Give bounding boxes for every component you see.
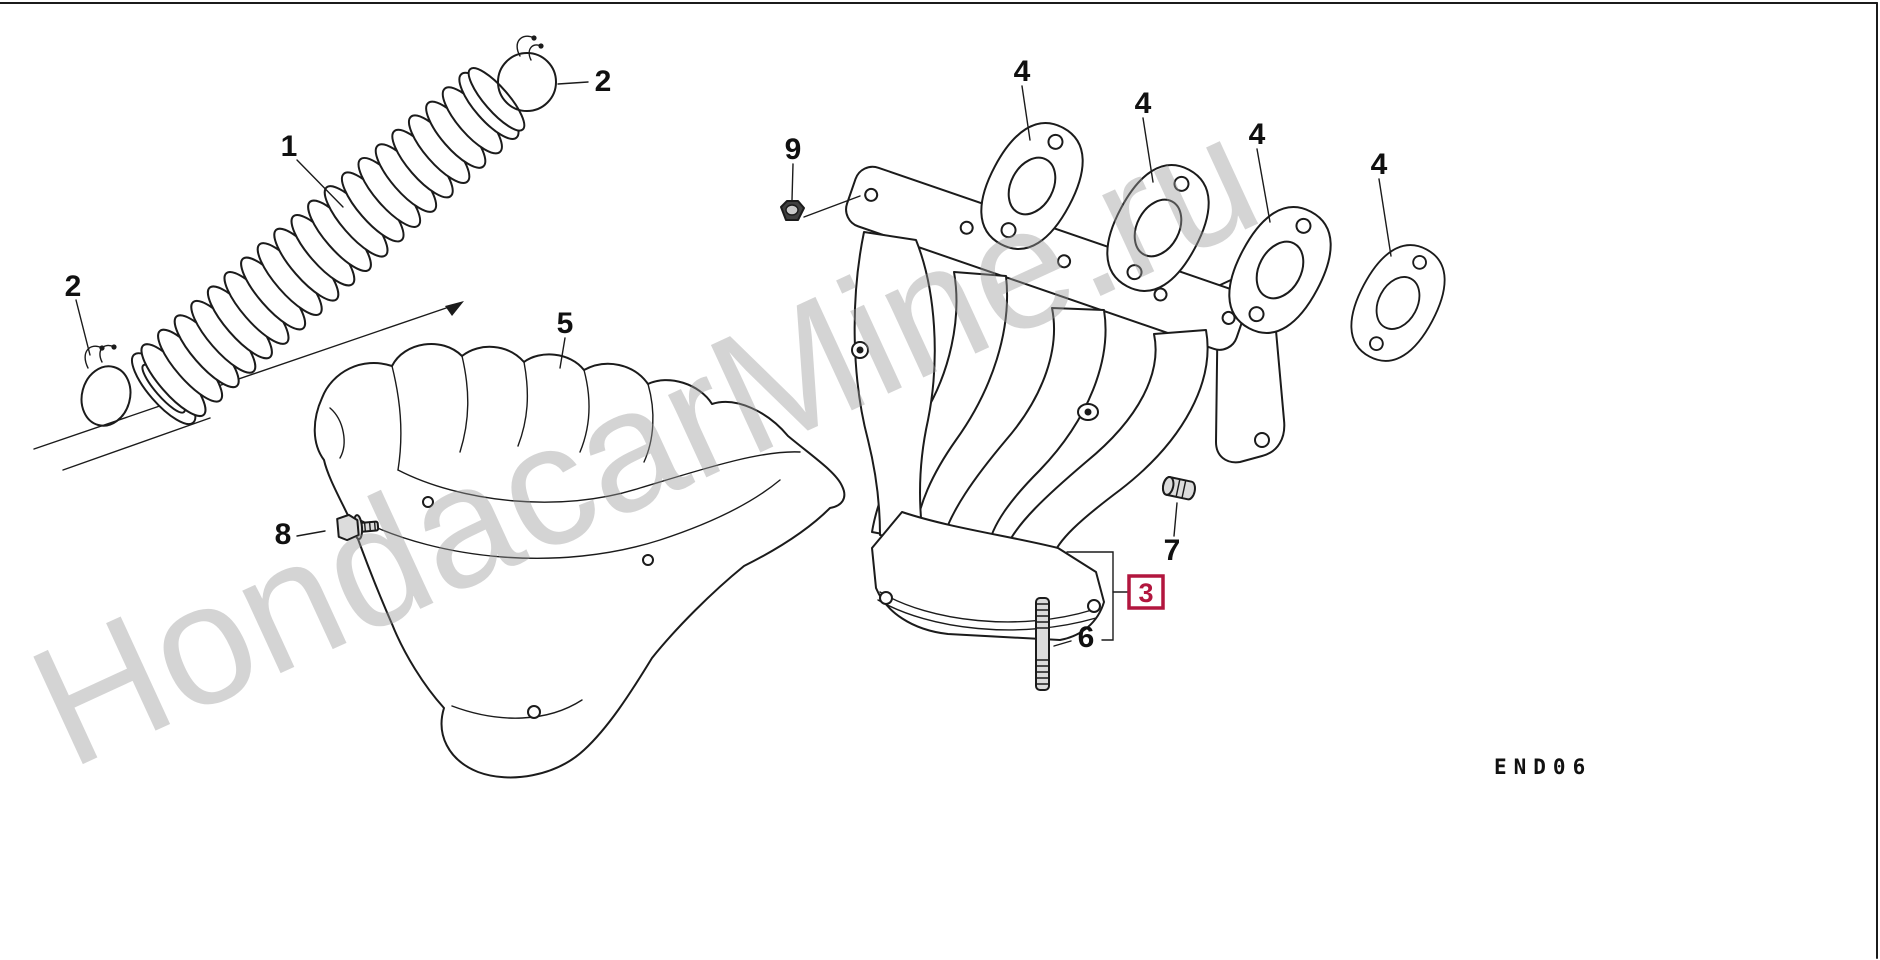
callout-8[interactable]: 8 — [275, 518, 292, 551]
highlighted-callout-3-box[interactable] — [1127, 574, 1165, 610]
gasket-1 — [980, 122, 1084, 250]
callout-4-a[interactable]: 4 — [1014, 55, 1031, 88]
callout-7[interactable]: 7 — [1164, 534, 1181, 567]
callout-1[interactable]: 1 — [281, 130, 298, 163]
highlighted-callout-3[interactable]: 3 — [1127, 574, 1165, 610]
corrugated-hose — [131, 67, 526, 425]
leader-lines — [75, 81, 1392, 647]
flange-nut — [780, 200, 805, 221]
callout-3[interactable]: 3 — [1138, 578, 1153, 608]
heat-shield — [313, 342, 846, 779]
gasket-4 — [1350, 244, 1446, 362]
callout-9[interactable]: 9 — [785, 133, 802, 166]
callout-4-d[interactable]: 4 — [1371, 148, 1388, 181]
exhaust-manifold — [845, 165, 1286, 641]
shield-bolt — [336, 513, 380, 542]
hose-clamp-upper — [497, 35, 557, 112]
callout-2-lower[interactable]: 2 — [65, 270, 82, 303]
callout-4-b[interactable]: 4 — [1135, 87, 1152, 120]
callout-4-c[interactable]: 4 — [1249, 118, 1266, 151]
spacer — [1161, 476, 1196, 501]
gasket-2 — [1106, 164, 1210, 292]
callout-5[interactable]: 5 — [557, 307, 574, 340]
gasket-3 — [1228, 206, 1332, 334]
diagram-code: END06 — [1494, 755, 1592, 779]
watermark-text: HondacarMine.ru — [5, 78, 1284, 804]
callout-6[interactable]: 6 — [1078, 621, 1095, 654]
hose-clamp-lower — [80, 344, 132, 427]
stud-bolt — [1035, 597, 1050, 691]
callout-2-upper[interactable]: 2 — [595, 65, 612, 98]
